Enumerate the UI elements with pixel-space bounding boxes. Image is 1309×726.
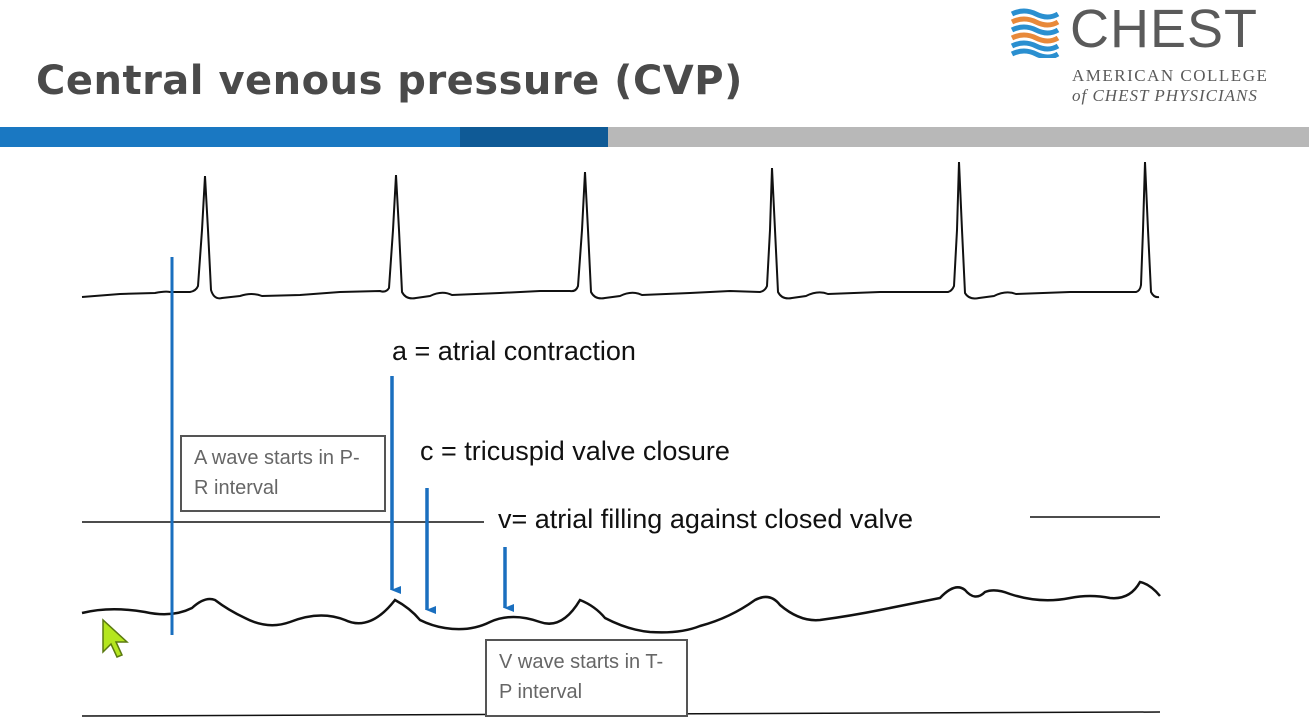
slide-title: Central venous pressure (CVP) — [36, 58, 743, 104]
chest-logo: CHEST AMERICAN COLLEGE of CHEST PHYSICIA… — [1008, 2, 1298, 110]
ecg-trace — [81, 161, 1160, 300]
title-bar-gray — [608, 127, 1309, 147]
logo-subtitle-line1: AMERICAN COLLEGE — [1072, 66, 1269, 85]
logo-wordmark: CHEST — [1070, 0, 1259, 59]
title-bar-dark-blue — [460, 127, 608, 147]
a-wave-label: a = atrial contraction — [392, 336, 636, 366]
mouse-cursor-icon — [102, 618, 129, 658]
a-wave-start-callout: A wave starts in P-R interval — [180, 435, 386, 512]
v-wave-start-callout: V wave starts in T-P interval — [485, 639, 688, 717]
title-bar-blue — [0, 127, 460, 147]
c-wave-label: c = tricuspid valve closure — [420, 436, 730, 466]
cvp-trace — [81, 580, 1161, 634]
chest-logo-icon — [1010, 8, 1060, 58]
v-wave-label: v= atrial filling against closed valve — [498, 504, 913, 534]
logo-subtitle-line2: of CHEST PHYSICIANS — [1072, 86, 1258, 105]
title-divider-bar — [0, 127, 1309, 147]
